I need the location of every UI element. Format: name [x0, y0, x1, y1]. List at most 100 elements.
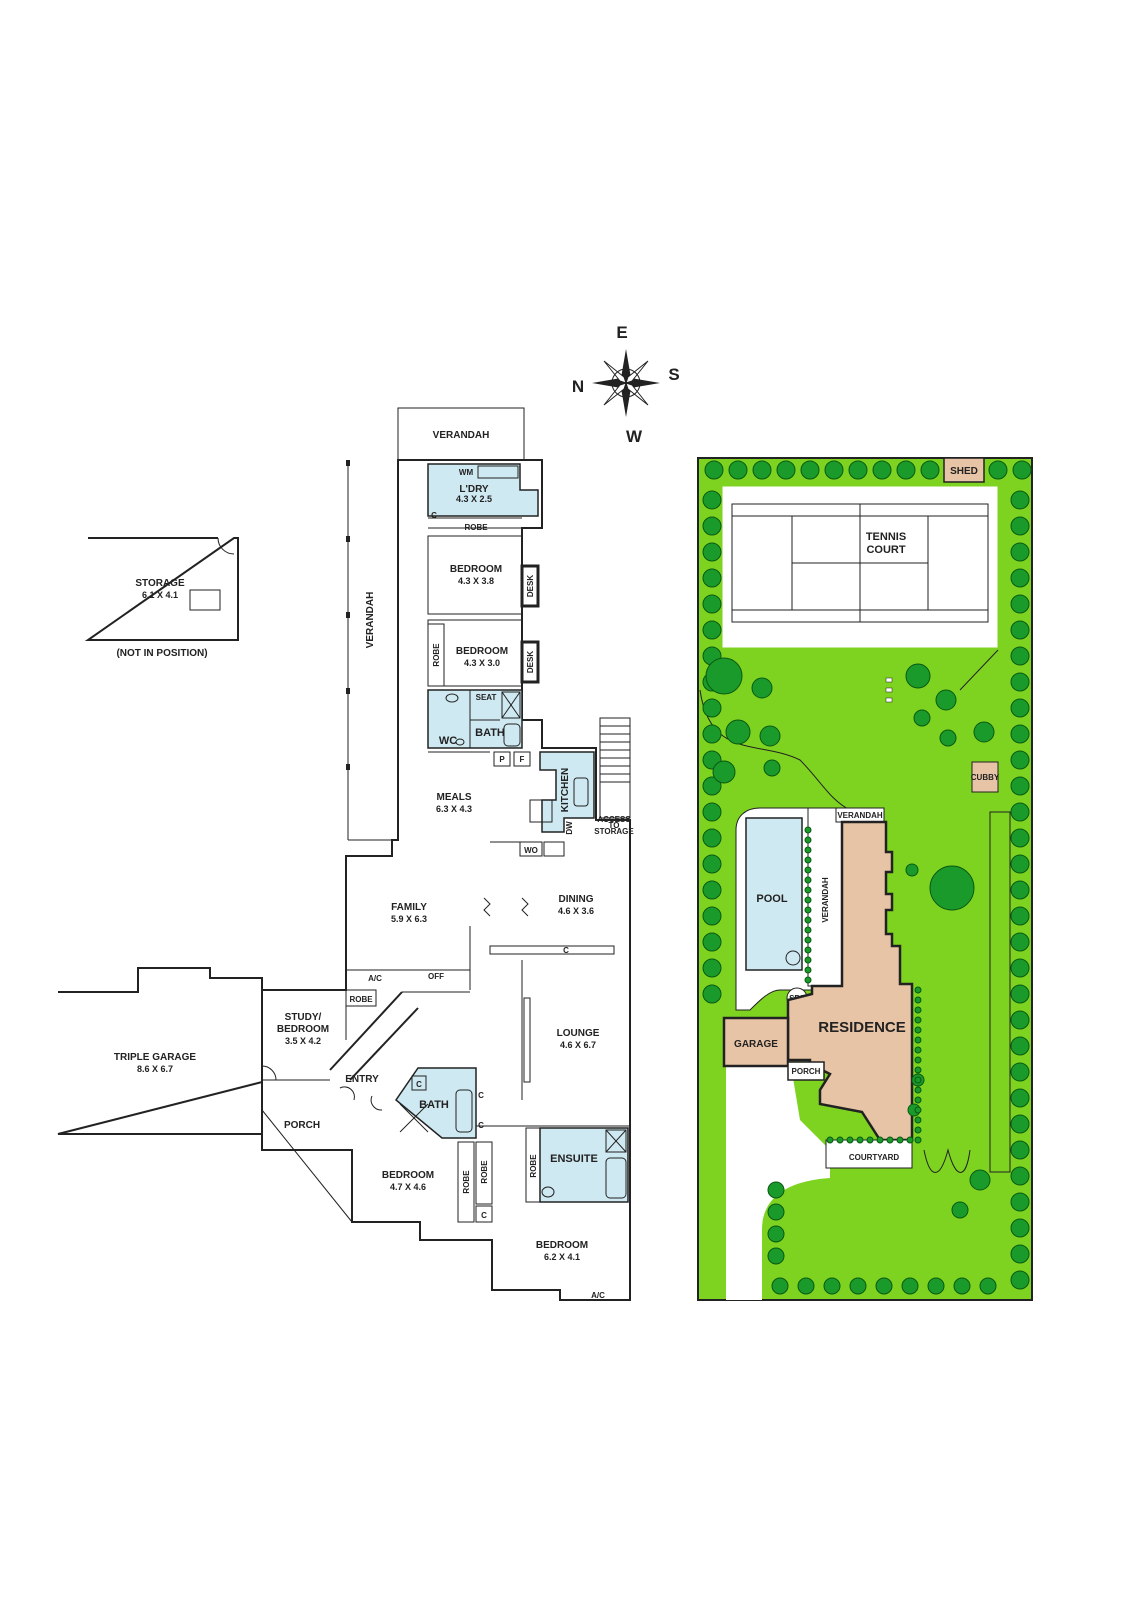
kitchen-area	[539, 751, 595, 833]
tree-icon	[728, 460, 748, 480]
tree-icon	[1010, 542, 1030, 562]
pool	[745, 817, 803, 971]
hedge-icon	[914, 1056, 922, 1064]
hedge-icon	[914, 1006, 922, 1014]
laundry-c-label: C	[431, 511, 437, 520]
courtyard-label: COURTYARD	[849, 1153, 900, 1162]
hedge-icon	[914, 986, 922, 994]
robe-label-6: ROBE	[480, 1160, 489, 1184]
tree-icon	[702, 958, 722, 978]
tree-icon	[823, 1277, 841, 1295]
hedge-icon	[804, 946, 812, 954]
hedge-icon	[804, 976, 812, 984]
storage-dims: 6.1 X 4.1	[142, 590, 178, 600]
tree-icon	[849, 1277, 867, 1295]
site-plan: TENNIS COURT SHED CUBBY POOL SPA VERANDA…	[697, 457, 1033, 1301]
tree-icon	[1010, 958, 1030, 978]
shed	[943, 457, 985, 483]
tree-icon	[705, 657, 743, 695]
tree-icon	[969, 1169, 991, 1191]
bedroom1-dims: 4.3 X 3.8	[458, 576, 494, 586]
c-label-4: C	[481, 1211, 487, 1220]
bedroom3-dims: 4.7 X 4.6	[390, 1182, 426, 1192]
main-house: VERANDAH VERANDAH WM L'DRY 4.3 X 2.5 C R…	[261, 407, 634, 1301]
tree-icon	[1010, 1270, 1030, 1290]
robe-label-1: ROBE	[464, 523, 488, 532]
site-garage	[722, 1016, 790, 1068]
tree-icon	[1010, 776, 1030, 796]
bath1-label: BATH	[475, 727, 505, 739]
ac-label-2: A/C	[591, 1291, 605, 1300]
bedroom4-dims: 6.2 X 4.1	[544, 1252, 580, 1262]
off-label: OFF	[428, 972, 444, 981]
bedroom2-dims: 4.3 X 3.0	[464, 658, 500, 668]
tree-icon	[800, 460, 820, 480]
tree-icon	[702, 516, 722, 536]
tree-icon	[1010, 984, 1030, 1004]
tree-icon	[702, 776, 722, 796]
laundry-dims: 4.3 X 2.5	[456, 494, 492, 504]
tree-icon	[1010, 1062, 1030, 1082]
tree-icon	[1010, 802, 1030, 822]
hedge-icon	[804, 896, 812, 904]
site-garage-label: GARAGE	[734, 1039, 778, 1050]
hedge-icon	[804, 856, 812, 864]
tree-icon	[1010, 750, 1030, 770]
tree-icon	[702, 880, 722, 900]
tree-icon	[1010, 620, 1030, 640]
tree-icon	[1010, 1088, 1030, 1108]
tree-icon	[702, 594, 722, 614]
garage-dims: 8.6 X 6.7	[137, 1064, 173, 1074]
hedge-icon	[914, 1086, 922, 1094]
wc-label: WC	[439, 735, 457, 747]
laundry-name: L'DRY	[459, 484, 489, 495]
tree-icon	[988, 460, 1008, 480]
tree-icon	[702, 724, 722, 744]
hedge-icon	[886, 1136, 894, 1144]
ensuite-label: ENSUITE	[550, 1153, 598, 1165]
tree-icon	[1010, 1218, 1030, 1238]
hedge-icon	[914, 1036, 922, 1044]
tree-icon	[797, 1277, 815, 1295]
family-name: FAMILY	[391, 902, 427, 913]
tree-icon	[1010, 724, 1030, 744]
tree-icon	[767, 1225, 785, 1243]
tree-icon	[1010, 1036, 1030, 1056]
tree-icon	[1010, 490, 1030, 510]
laundry-area	[427, 463, 539, 517]
hedge-icon	[836, 1136, 844, 1144]
tree-icon	[1010, 646, 1030, 666]
tree-icon	[1010, 854, 1030, 874]
ensuite-area	[539, 1127, 629, 1203]
dining-dims: 4.6 X 3.6	[558, 906, 594, 916]
ac-label-1: A/C	[368, 974, 382, 983]
entry-label: ENTRY	[345, 1074, 379, 1085]
tree-icon	[702, 490, 722, 510]
hedge-icon	[826, 1136, 834, 1144]
laundry-wm-label: WM	[459, 468, 474, 477]
fridge-label: F	[520, 755, 525, 764]
hedge-icon	[914, 1026, 922, 1034]
hedge-icon	[804, 936, 812, 944]
tree-icon	[1010, 698, 1030, 718]
access-label-3: STORAGE	[594, 827, 634, 836]
study-dims: 3.5 X 4.2	[285, 1036, 321, 1046]
tree-icon	[1010, 932, 1030, 952]
tree-icon	[875, 1277, 893, 1295]
tree-icon	[824, 460, 844, 480]
c-label-2: C	[478, 1091, 484, 1100]
hedge-icon	[804, 876, 812, 884]
tree-icon	[702, 984, 722, 1004]
meals-name: MEALS	[437, 792, 472, 803]
tree-icon	[979, 1277, 997, 1295]
compass-west: W	[626, 427, 643, 446]
compass-rose-icon	[592, 349, 660, 417]
tree-icon	[767, 1203, 785, 1221]
tree-icon	[702, 828, 722, 848]
hedge-icon	[804, 906, 812, 914]
hedge-icon	[804, 846, 812, 854]
tree-icon	[927, 1277, 945, 1295]
bath2-label: BATH	[419, 1099, 449, 1111]
tree-icon	[848, 460, 868, 480]
